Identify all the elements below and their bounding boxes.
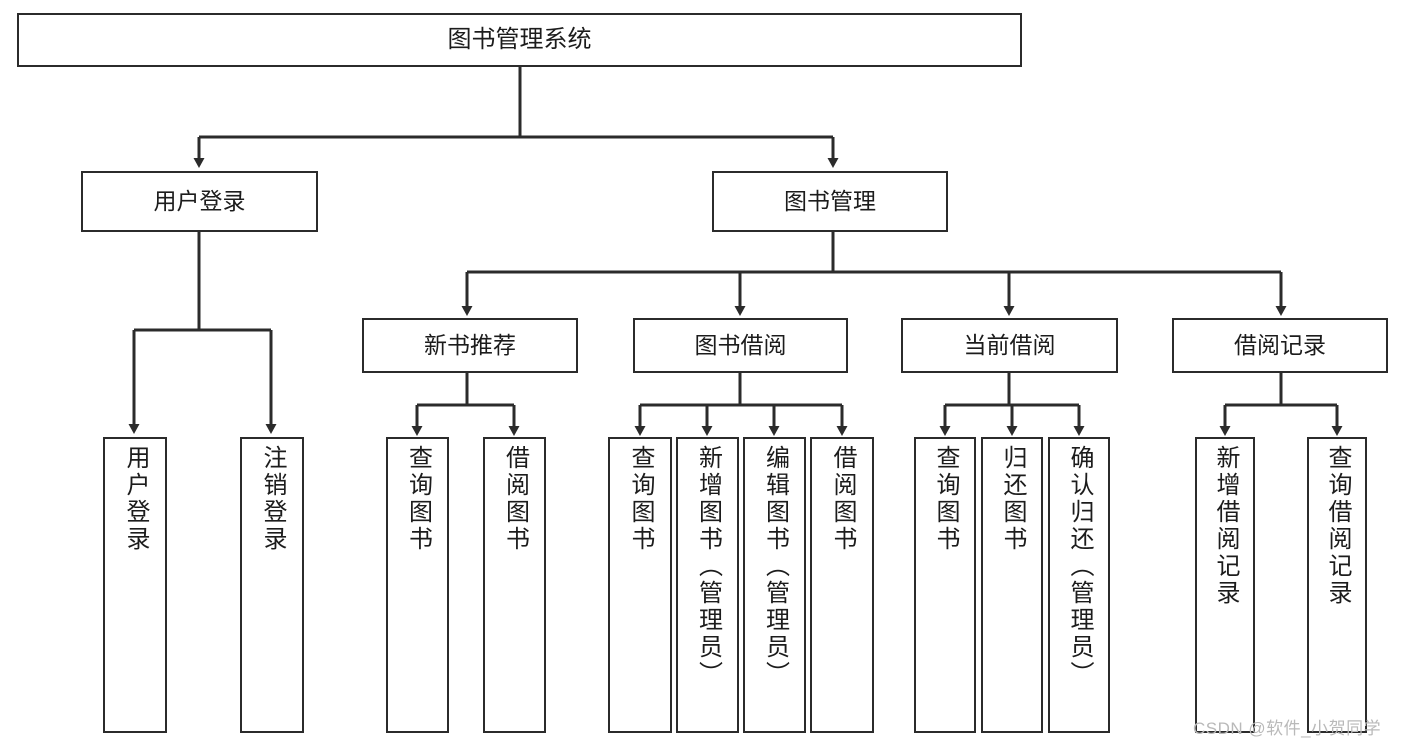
node-label: 新书推荐 (424, 331, 516, 358)
leaf-confirm-return-admin[interactable]: 确认归还（管理员） (1048, 437, 1110, 733)
csdn-watermark: CSDN @软件_小贺同学 (1193, 719, 1382, 738)
node-book-borrow[interactable]: 图书借阅 (633, 318, 848, 373)
node-label: 用户登录 (153, 187, 246, 214)
node-label: 查询图书 (932, 445, 959, 553)
node-label: 查询图书 (627, 445, 654, 553)
node-label: 查询借阅记录 (1324, 445, 1351, 607)
node-label: 借阅图书 (829, 445, 856, 553)
node-label: 新增图书（管理员） (694, 445, 722, 688)
leaf-query-book-current[interactable]: 查询图书 (914, 437, 976, 733)
node-label: 当前借阅 (963, 331, 1056, 358)
leaf-logout[interactable]: 注销登录 (240, 437, 304, 733)
node-label: 确认归还（管理员） (1066, 445, 1093, 688)
leaf-return-book[interactable]: 归还图书 (981, 437, 1043, 733)
leaf-query-book[interactable]: 查询图书 (608, 437, 672, 733)
node-label: 编辑图书（管理员） (761, 445, 789, 688)
node-label: 新增借阅记录 (1212, 445, 1239, 607)
node-label: 图书管理系统 (447, 25, 592, 53)
node-current-borrow[interactable]: 当前借阅 (901, 318, 1118, 373)
leaf-add-book-admin[interactable]: 新增图书（管理员） (676, 437, 739, 733)
leaf-query-borrow-record[interactable]: 查询借阅记录 (1307, 437, 1367, 733)
node-label: 查询图书 (404, 445, 432, 553)
leaf-user-login[interactable]: 用户登录 (103, 437, 167, 733)
leaf-borrow-book-new[interactable]: 借阅图书 (483, 437, 546, 733)
node-label: 图书借阅 (694, 331, 787, 358)
node-new-book-recommend[interactable]: 新书推荐 (362, 318, 578, 373)
node-root-system[interactable]: 图书管理系统 (17, 13, 1022, 67)
node-borrow-record[interactable]: 借阅记录 (1172, 318, 1388, 373)
node-label: 借阅图书 (501, 445, 529, 553)
node-label: 图书管理 (784, 187, 876, 214)
node-user-login[interactable]: 用户登录 (81, 171, 318, 232)
leaf-add-borrow-record[interactable]: 新增借阅记录 (1195, 437, 1255, 733)
node-label: 借阅记录 (1234, 331, 1326, 358)
leaf-edit-book-admin[interactable]: 编辑图书（管理员） (743, 437, 806, 733)
node-book-management[interactable]: 图书管理 (712, 171, 948, 232)
node-label: 归还图书 (999, 445, 1026, 553)
leaf-borrow-book[interactable]: 借阅图书 (810, 437, 874, 733)
leaf-query-book-new[interactable]: 查询图书 (386, 437, 449, 733)
node-label: 注销登录 (259, 445, 286, 553)
node-label: 用户登录 (122, 445, 149, 553)
